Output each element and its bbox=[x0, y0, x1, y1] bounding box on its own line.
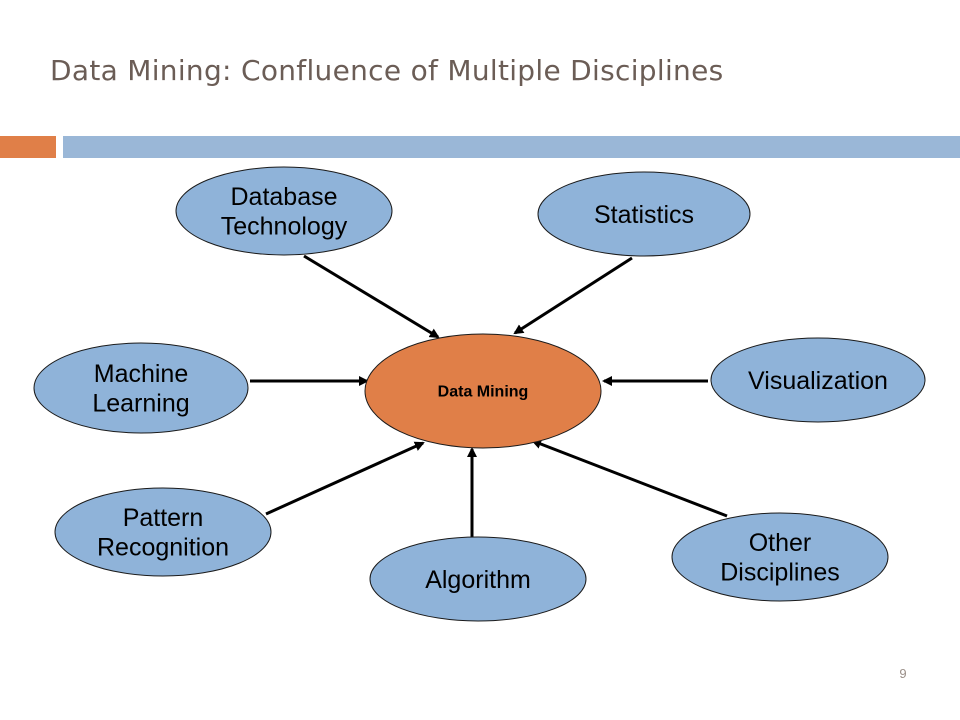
database-technology-label: Technology bbox=[221, 213, 348, 241]
database-technology-label: Database bbox=[230, 183, 337, 211]
machine-learning-ellipse bbox=[33, 342, 249, 434]
visualization-ellipse bbox=[710, 337, 926, 423]
center-node-data-mining: Data Mining bbox=[364, 333, 602, 449]
slide-title: Data Mining: Confluence of Multiple Disc… bbox=[50, 54, 724, 87]
node-algorithm: Algorithm bbox=[369, 536, 587, 622]
database-technology-ellipse bbox=[175, 166, 393, 256]
machine-learning-label: Machine bbox=[94, 360, 189, 388]
statistics-ellipse bbox=[537, 171, 751, 257]
algorithm-label: Algorithm bbox=[425, 566, 531, 594]
algorithm-ellipse bbox=[369, 536, 587, 622]
node-visualization: Visualization bbox=[710, 337, 926, 423]
visualization-label: Visualization bbox=[748, 367, 888, 395]
edges-layer bbox=[250, 254, 728, 537]
statistics-label: Statistics bbox=[594, 201, 694, 229]
other-disciplines-ellipse bbox=[671, 512, 889, 602]
node-statistics: Statistics bbox=[537, 171, 751, 257]
arrow-other-disciplines-to-center bbox=[531, 439, 728, 518]
title-accent-bar bbox=[0, 136, 56, 158]
center-ellipse bbox=[364, 333, 602, 449]
other-disciplines-label: Other bbox=[749, 529, 812, 557]
pattern-recognition-label: Recognition bbox=[97, 534, 229, 562]
arrow-statistics-to-center bbox=[513, 256, 633, 335]
center-label: Data Mining bbox=[438, 384, 529, 401]
pattern-recognition-label: Pattern bbox=[123, 504, 204, 532]
other-disciplines-label: Disciplines bbox=[720, 559, 839, 587]
title-divider-bar bbox=[63, 136, 960, 158]
machine-learning-label: Learning bbox=[92, 390, 189, 418]
arrow-pattern-recognition-to-center bbox=[265, 441, 425, 516]
arrow-database-technology-to-center bbox=[303, 254, 440, 339]
pattern-recognition-ellipse bbox=[54, 487, 272, 577]
page-number: 9 bbox=[899, 666, 907, 681]
